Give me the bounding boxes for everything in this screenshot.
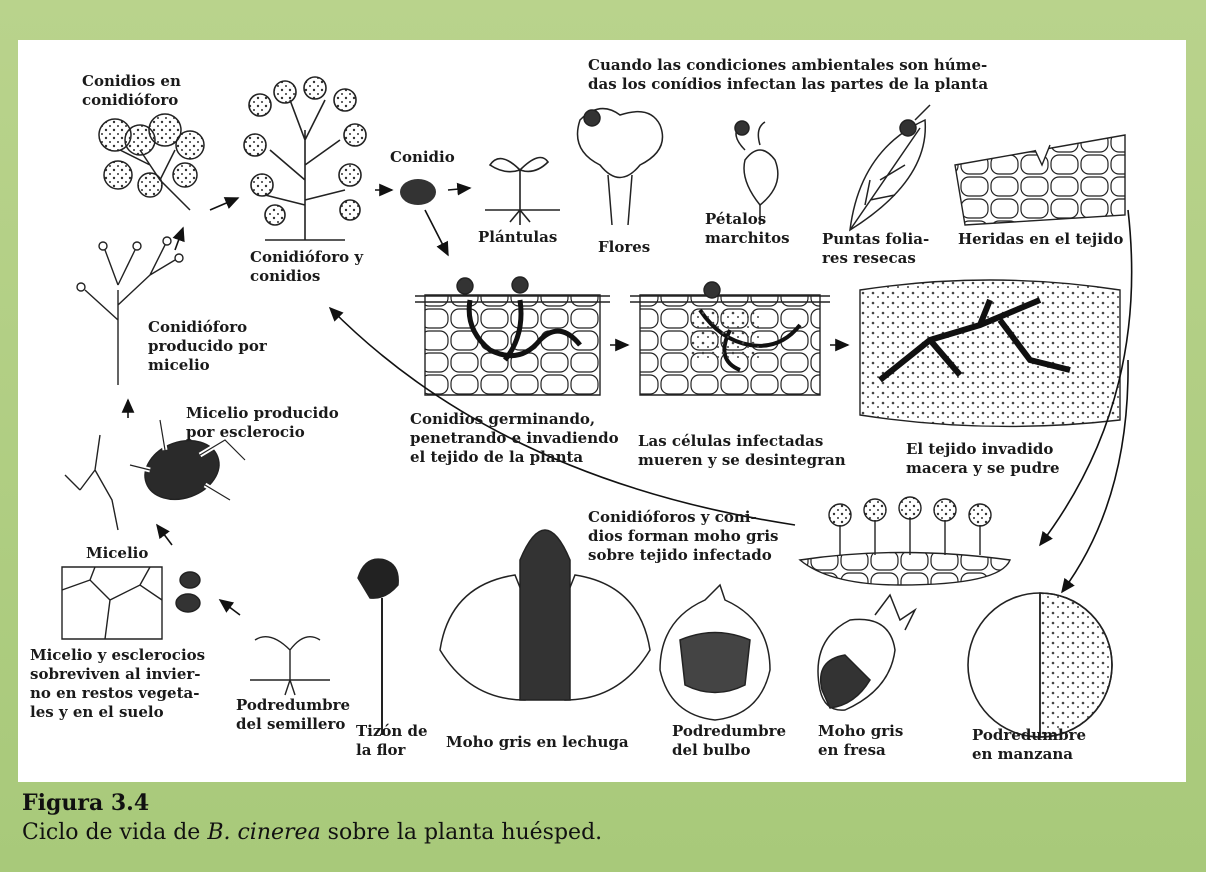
conidium-icon	[400, 179, 436, 205]
mycelium-hyphae-icon	[65, 435, 118, 530]
arrow-to-conidiophore	[210, 198, 238, 210]
label-bulbo: Podredumbre del bulbo	[672, 722, 786, 760]
label-lechuga: Moho gris en lechuga	[446, 733, 629, 752]
figure-number: Figura 3.4	[22, 790, 149, 816]
label-flores: Flores	[598, 238, 650, 257]
macerated-tissue-icon	[860, 280, 1120, 426]
wounded-tissue-icon	[955, 135, 1125, 225]
label-conidio: Conidio	[390, 148, 455, 167]
label-conidios-conidioforo: Conidios en conidióforo	[82, 72, 181, 110]
infected-tissue-germinating-icon	[415, 277, 610, 395]
caption-text-after: sobre la planta huésped.	[321, 820, 602, 845]
label-manzana: Podredumbre en manzana	[972, 726, 1086, 764]
strawberry-icon	[818, 595, 915, 710]
arrow-to-sclerotia	[220, 600, 240, 615]
conidiophore-tree-icon	[244, 77, 366, 240]
label-tejido: El tejido invadido macera y se pudre	[906, 440, 1060, 478]
label-fresa: Moho gris en fresa	[818, 722, 903, 760]
flower-blight-icon	[358, 559, 398, 735]
arrow-to-sclerotium	[157, 525, 172, 545]
label-germinando: Conidios germinando, penetrando e invadi…	[410, 410, 619, 467]
gray-mold-icon	[800, 497, 1010, 585]
apple-icon	[968, 593, 1112, 737]
label-puntas: Puntas folia- res resecas	[822, 230, 929, 268]
label-heridas: Heridas en el tejido	[958, 230, 1123, 249]
caption-species: B. cinerea	[207, 820, 320, 845]
label-tizon: Tizón de la flor	[356, 722, 428, 760]
label-celulas: Las células infectadas mueren y se desin…	[638, 432, 846, 470]
label-petalos: Pétalos marchitos	[705, 210, 790, 248]
soil-mycelium-icon	[62, 567, 200, 639]
caption-text-before: Ciclo de vida de	[22, 820, 207, 845]
label-micelio-sobreviven: Micelio y esclerocios sobreviven al invi…	[30, 646, 205, 722]
bulb-icon	[660, 585, 770, 720]
label-plantulas: Plántulas	[478, 228, 557, 247]
damping-off-seedling-icon	[250, 637, 330, 695]
conidia-cluster-icon	[99, 114, 204, 210]
infected-tissue-dying-icon	[630, 282, 830, 395]
arrow-to-seedling	[448, 188, 470, 190]
arrow-to-conidia-cluster	[175, 228, 183, 250]
label-humedas: Cuando las condiciones ambientales son h…	[588, 56, 988, 94]
figure-caption: Ciclo de vida de B. cinerea sobre la pla…	[22, 820, 602, 845]
label-conidioforo-micelio: Conidióforo producido por micelio	[148, 318, 267, 375]
leaf-icon	[850, 105, 930, 230]
label-micelio-esclerocio: Micelio producido por esclerocio	[186, 404, 339, 442]
label-conidioforo-conidios: Conidióforo y conidios	[250, 248, 363, 286]
flower-icon	[578, 109, 663, 225]
arrow-to-germination	[425, 210, 448, 255]
label-semillero: Podredumbre del semillero	[236, 696, 350, 734]
seedling-icon	[485, 158, 560, 226]
label-conidioforos-moho: Conidióforos y coni- dios forman moho gr…	[588, 508, 778, 565]
label-micelio: Micelio	[86, 544, 148, 563]
